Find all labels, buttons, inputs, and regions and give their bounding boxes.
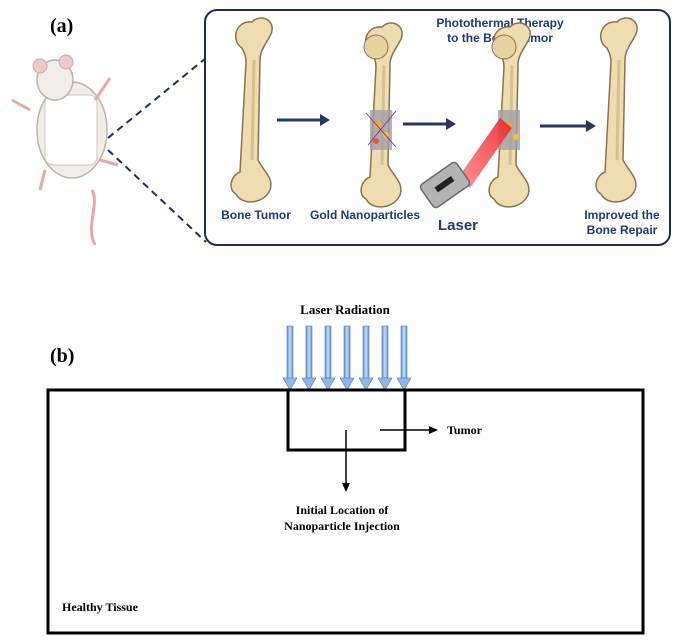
- laser-arrow: [377, 325, 393, 391]
- laser-arrow: [358, 325, 374, 391]
- tumor-label: Tumor: [447, 423, 483, 437]
- laser-arrow: [396, 325, 412, 391]
- laser-arrow: [301, 325, 317, 391]
- panel-b-label: (b): [50, 345, 74, 367]
- laser-arrows: [282, 325, 412, 391]
- panel-a-label: (a): [50, 15, 73, 37]
- healthy-tissue-box: [46, 388, 645, 635]
- tumor-pointer-arrow: [380, 426, 438, 434]
- laser-device: [419, 161, 471, 209]
- stage-arrow-2: [403, 118, 456, 130]
- label-laser: Laser: [438, 217, 478, 234]
- mouse-illustration: [11, 54, 119, 246]
- laser-radiation-label: Laser Radiation: [300, 302, 390, 317]
- laser-arrow: [282, 325, 298, 391]
- zoom-line-top: [107, 57, 207, 139]
- injection-label-line2: Nanoparticle Injection: [284, 519, 400, 533]
- label-improved-line1: Improved the: [584, 208, 660, 222]
- laser-arrow: [320, 325, 336, 391]
- therapy-title-line1: Photothermal Therapy: [436, 16, 564, 30]
- stage-arrow-3: [540, 120, 596, 132]
- panel-a-frame: [204, 9, 671, 246]
- bone-nanoparticles-illustration: [359, 21, 404, 209]
- label-improved-line2: Bone Repair: [587, 223, 658, 237]
- healthy-tissue-label: Healthy Tissue: [62, 600, 139, 614]
- laser-beam: [458, 118, 512, 188]
- laser-arrow: [339, 325, 355, 391]
- label-bone-tumor: Bone Tumor: [221, 208, 291, 222]
- zoom-line-bottom: [107, 149, 207, 243]
- injection-arrow: [342, 430, 350, 492]
- injection-label-line1: Initial Location of: [296, 503, 390, 517]
- label-gold-nanoparticles: Gold Nanoparticles: [310, 208, 420, 222]
- stage-arrow-1: [277, 114, 330, 126]
